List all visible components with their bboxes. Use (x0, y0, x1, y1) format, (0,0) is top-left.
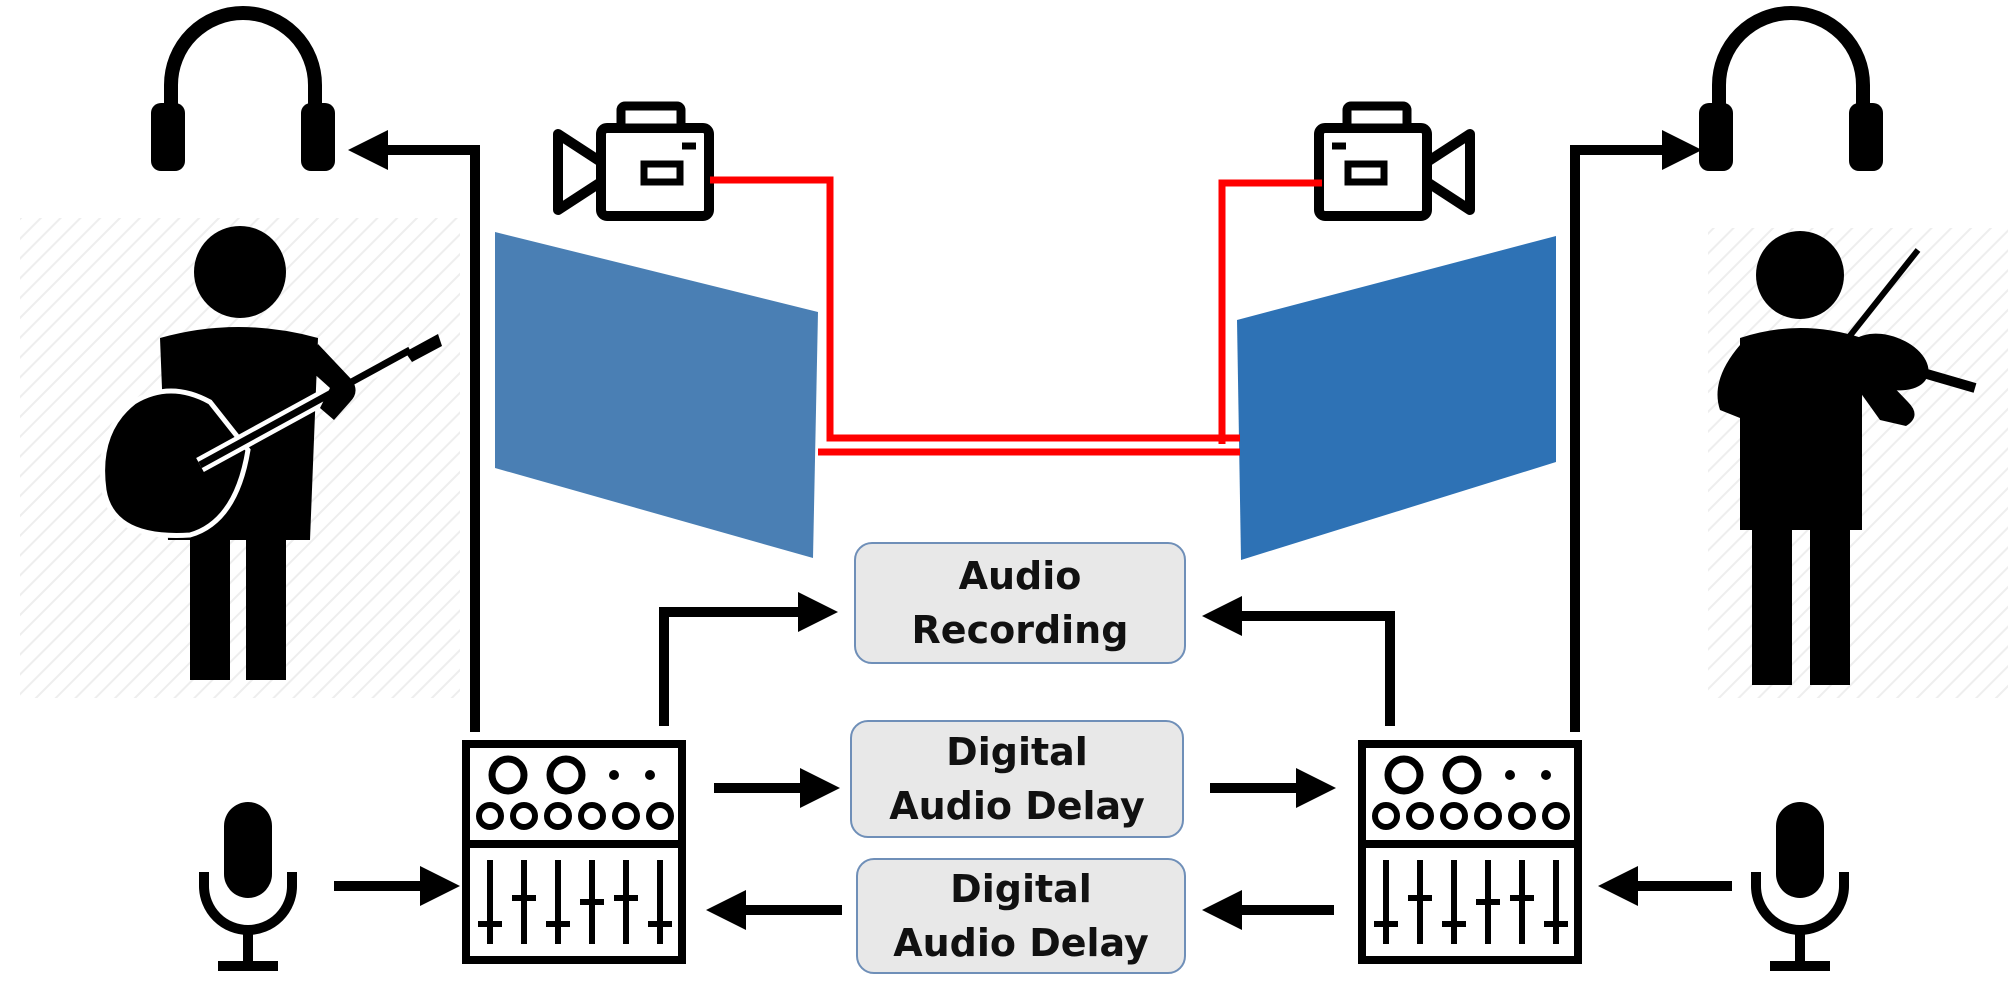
digital-audio-delay-box-top: Digital Audio Delay (850, 720, 1184, 838)
right-headphone-feed-arrow (1570, 130, 1702, 732)
digital-audio-delay-top-line1: Digital (946, 730, 1088, 774)
digital-audio-delay-bottom-line1: Digital (950, 867, 1092, 911)
right-video-screen (1237, 236, 1556, 560)
left-microphone-icon (204, 802, 292, 966)
digital-audio-delay-top-line2: Audio Delay (889, 784, 1145, 828)
digital-audio-delay-box-bottom: Digital Audio Delay (856, 858, 1186, 974)
audio-recording-line1: Audio (958, 554, 1082, 598)
violinist-icon (1717, 231, 1977, 685)
left-recording-arrow (659, 592, 838, 726)
right-recording-arrow (1202, 596, 1395, 726)
right-audio-mixer-icon (1362, 744, 1578, 960)
left-video-camera-icon (558, 106, 709, 216)
left-headphone-feed-arrow (348, 130, 480, 732)
left-headphones-icon (151, 13, 335, 171)
right-microphone-icon (1756, 802, 1844, 966)
audio-recording-line2: Recording (911, 608, 1129, 652)
video-link (710, 176, 1322, 456)
left-audio-mixer-icon (466, 744, 682, 960)
left-video-screen (495, 232, 818, 558)
guitarist-icon (100, 226, 442, 680)
digital-audio-delay-bottom-line2: Audio Delay (893, 921, 1149, 965)
audio-recording-box: Audio Recording (854, 542, 1186, 664)
right-headphones-icon (1699, 13, 1883, 171)
right-video-camera-icon (1319, 106, 1470, 216)
